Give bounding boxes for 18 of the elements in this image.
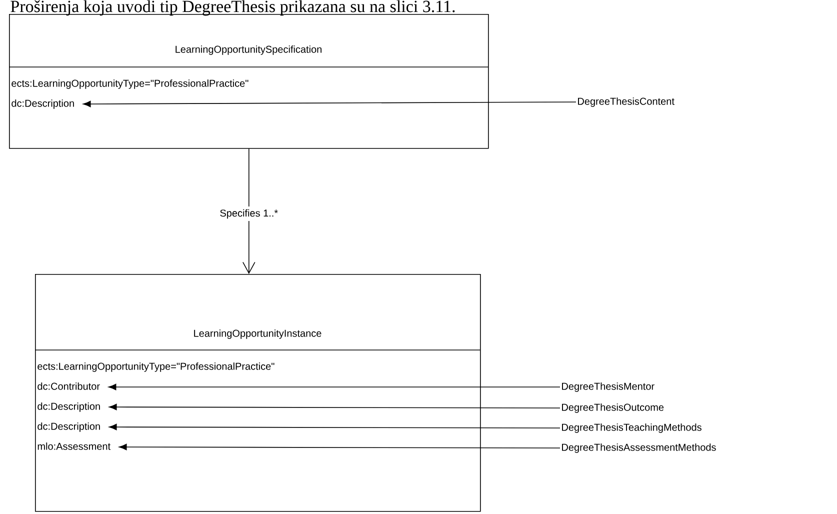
edge-label: Specifies 1..* xyxy=(218,206,280,222)
arrow xyxy=(82,100,576,108)
property-label: DegreeThesisContent xyxy=(578,98,674,107)
property-label: DegreeThesisTeachingMethods xyxy=(562,424,702,433)
arrow xyxy=(108,424,560,430)
arrow xyxy=(108,404,560,410)
property-label: DegreeThesisOutcome xyxy=(562,404,664,413)
arrow xyxy=(118,444,560,450)
attribute-text: dc:Description xyxy=(12,100,74,109)
arrow xyxy=(108,384,560,390)
property-label: DegreeThesisAssessmentMethods xyxy=(562,444,716,453)
attribute-text: mlo:Assessment xyxy=(38,442,110,450)
attribute-text: dc:Description xyxy=(38,402,100,412)
heading-text: Proširenja koja uvodi tip DegreeThesis prikazana su na slici 3.11. xyxy=(10,0,455,16)
arrow xyxy=(242,148,256,274)
attribute-text: dc:Description xyxy=(38,422,100,432)
attribute-text: dc:Contributor xyxy=(38,382,100,390)
property-label: DegreeThesisMentor xyxy=(562,382,654,392)
